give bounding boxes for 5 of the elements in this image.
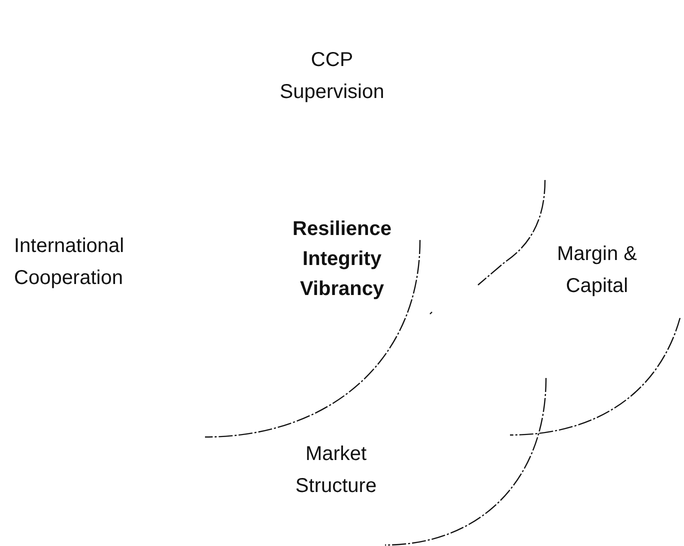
label-text: Resilience Integrity Vibrancy <box>292 217 392 302</box>
label-text: CCP Supervision <box>278 48 386 105</box>
label-text: Market Structure <box>294 442 378 499</box>
label-text: Margin & Capital <box>556 242 638 299</box>
label-text: International Cooperation <box>14 234 126 291</box>
